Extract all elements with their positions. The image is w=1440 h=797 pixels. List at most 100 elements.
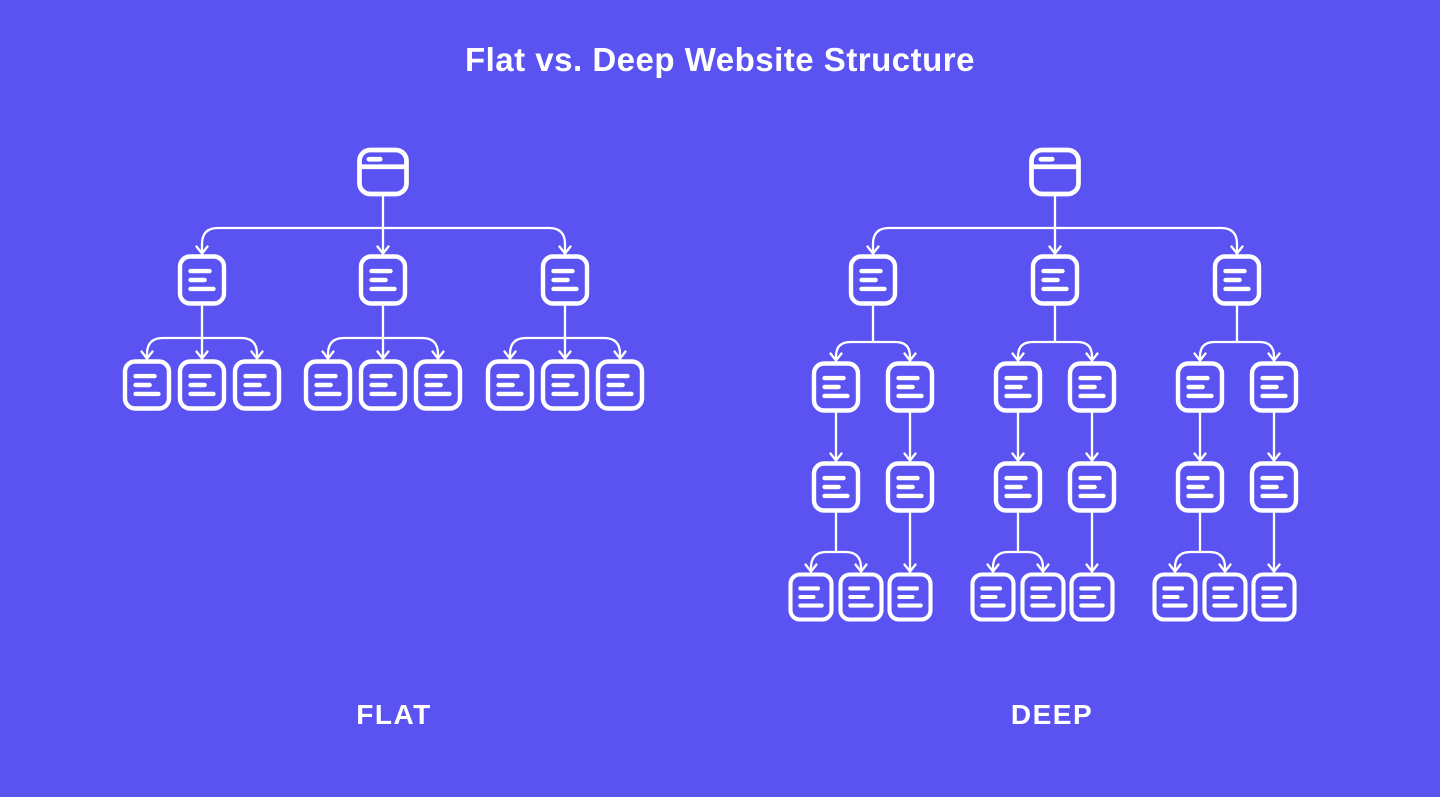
connector: [195, 191, 572, 255]
down-arrowhead-icon: [866, 245, 880, 255]
connector: [986, 508, 1050, 573]
connector: [903, 508, 917, 573]
document-page-icon: [1202, 572, 1248, 622]
connector: [829, 408, 843, 462]
document-page-icon: [993, 361, 1043, 413]
document-page-icon: [885, 461, 935, 513]
down-arrowhead-icon: [854, 563, 868, 573]
connector: [1085, 508, 1099, 573]
document-page-icon: [1067, 461, 1117, 513]
document-page-icon: [303, 359, 353, 411]
down-arrowhead-icon: [1267, 352, 1281, 362]
down-arrowhead-icon: [1011, 352, 1025, 362]
down-arrowhead-icon: [1193, 452, 1207, 462]
down-arrowhead-icon: [1168, 563, 1182, 573]
document-page-icon: [1175, 461, 1225, 513]
document-page-icon: [540, 359, 590, 411]
down-arrowhead-icon: [829, 452, 843, 462]
down-arrowhead-icon: [1218, 563, 1232, 573]
browser-window-icon: [357, 147, 409, 197]
document-page-icon: [970, 572, 1016, 622]
document-page-icon: [1249, 361, 1299, 413]
document-page-icon: [1212, 254, 1262, 306]
document-page-icon: [1249, 461, 1299, 513]
down-arrowhead-icon: [1085, 352, 1099, 362]
connector: [1085, 408, 1099, 462]
down-arrowhead-icon: [613, 350, 627, 360]
down-arrowhead-icon: [321, 350, 335, 360]
browser-window-icon: [1029, 147, 1081, 197]
down-arrowhead-icon: [140, 350, 154, 360]
document-page-icon: [232, 359, 282, 411]
down-arrowhead-icon: [804, 563, 818, 573]
deep-tree: [788, 147, 1299, 622]
connector: [1267, 408, 1281, 462]
document-page-icon: [848, 254, 898, 306]
down-arrowhead-icon: [376, 350, 390, 360]
down-arrowhead-icon: [1193, 352, 1207, 362]
document-page-icon: [358, 359, 408, 411]
down-arrowhead-icon: [558, 350, 572, 360]
down-arrowhead-icon: [195, 350, 209, 360]
document-page-icon: [595, 359, 645, 411]
page-title: Flat vs. Deep Website Structure: [464, 41, 976, 78]
connector: [321, 301, 445, 360]
down-arrowhead-icon: [558, 245, 572, 255]
document-page-icon: [358, 254, 408, 306]
connector: [829, 301, 917, 362]
connector: [1168, 508, 1232, 573]
down-arrowhead-icon: [986, 563, 1000, 573]
down-arrowhead-icon: [903, 452, 917, 462]
down-arrowhead-icon: [903, 563, 917, 573]
connector: [503, 301, 627, 360]
down-arrowhead-icon: [1048, 245, 1062, 255]
document-page-icon: [1251, 572, 1297, 622]
flat-tree: [122, 147, 645, 411]
down-arrowhead-icon: [1011, 452, 1025, 462]
document-page-icon: [413, 359, 463, 411]
document-page-icon: [838, 572, 884, 622]
connector: [866, 191, 1244, 255]
document-page-icon: [1069, 572, 1115, 622]
document-page-icon: [177, 359, 227, 411]
document-page-icon: [885, 361, 935, 413]
document-page-icon: [788, 572, 834, 622]
down-arrowhead-icon: [431, 350, 445, 360]
down-arrowhead-icon: [1230, 245, 1244, 255]
document-page-icon: [1152, 572, 1198, 622]
document-page-icon: [1175, 361, 1225, 413]
down-arrowhead-icon: [503, 350, 517, 360]
down-arrowhead-icon: [1267, 563, 1281, 573]
down-arrowhead-icon: [1085, 452, 1099, 462]
down-arrowhead-icon: [1267, 452, 1281, 462]
deep-tree-label: DEEP: [1010, 699, 1094, 730]
document-page-icon: [811, 361, 861, 413]
document-page-icon: [811, 461, 861, 513]
connector: [804, 508, 868, 573]
connector: [1011, 301, 1099, 362]
down-arrowhead-icon: [903, 352, 917, 362]
document-page-icon: [1067, 361, 1117, 413]
document-page-icon: [1020, 572, 1066, 622]
connector: [1267, 508, 1281, 573]
down-arrowhead-icon: [195, 245, 209, 255]
down-arrowhead-icon: [1036, 563, 1050, 573]
down-arrowhead-icon: [1085, 563, 1099, 573]
connector: [1011, 408, 1025, 462]
document-page-icon: [887, 572, 933, 622]
connector: [1193, 408, 1207, 462]
flat-tree-label: FLAT: [356, 699, 432, 730]
document-page-icon: [122, 359, 172, 411]
document-page-icon: [485, 359, 535, 411]
document-page-icon: [1030, 254, 1080, 306]
down-arrowhead-icon: [376, 245, 390, 255]
document-page-icon: [993, 461, 1043, 513]
connector: [1193, 301, 1281, 362]
document-page-icon: [177, 254, 227, 306]
connector: [140, 301, 264, 360]
document-page-icon: [540, 254, 590, 306]
down-arrowhead-icon: [829, 352, 843, 362]
connector: [903, 408, 917, 462]
